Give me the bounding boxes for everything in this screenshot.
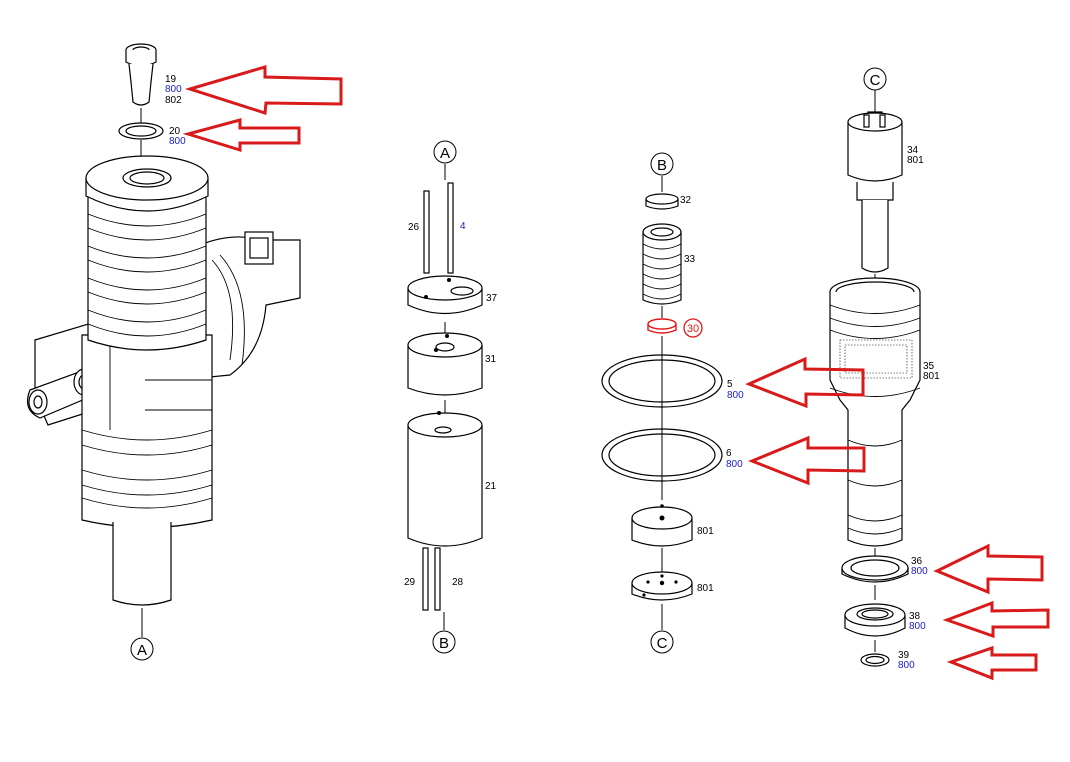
label-29: 29 [404, 577, 416, 588]
label-4: 4 [460, 221, 466, 232]
part-33-spring [642, 223, 682, 305]
label-37: 37 [486, 293, 498, 304]
red-arrow-19 [184, 64, 343, 115]
label-21: 21 [485, 481, 497, 492]
part-34-nozzle [847, 111, 903, 273]
label-38-800: 800 [909, 621, 926, 632]
red-arrow-20 [182, 118, 301, 153]
part-20-ring [118, 122, 164, 140]
label-35-801: 801 [923, 371, 940, 382]
callout-a-top: A [433, 140, 457, 164]
svg-text:C: C [870, 72, 881, 89]
red-arrow-39 [946, 645, 1038, 681]
part-32-disc [645, 193, 679, 210]
part-31-armature [407, 332, 483, 396]
label-26: 26 [408, 222, 420, 233]
label-36-800: 800 [911, 566, 928, 577]
label-31: 31 [485, 354, 497, 365]
injector-spring [87, 194, 207, 351]
svg-text:B: B [439, 635, 449, 652]
label-34: 34 [907, 145, 919, 156]
red-arrow-6 [747, 435, 866, 486]
part-19-fitting [125, 43, 157, 106]
label-35: 35 [923, 361, 935, 372]
label-38: 38 [909, 611, 921, 622]
part-21-coil [407, 411, 483, 547]
callout-b-bottom: B [432, 630, 456, 654]
part-38-seal [844, 603, 906, 637]
part-5-oring [601, 354, 723, 408]
label-30: 30 [687, 323, 699, 335]
valve-spring-assembly [601, 176, 723, 630]
label-6: 6 [726, 448, 732, 459]
label-801-b: 801 [697, 583, 714, 594]
label-19-802: 802 [165, 95, 182, 106]
label-6-800: 800 [726, 459, 743, 470]
label-19-800: 800 [165, 84, 182, 95]
label-20: 20 [169, 126, 181, 137]
red-arrow-38 [942, 600, 1050, 639]
callout-c-top: C [863, 67, 887, 91]
label-5-800: 800 [727, 390, 744, 401]
svg-text:B: B [657, 157, 667, 174]
svg-text:A: A [440, 145, 450, 162]
part-37-disc [407, 275, 483, 314]
part-801-valve-plate [631, 571, 693, 601]
label-33: 33 [684, 254, 696, 265]
label-5: 5 [727, 379, 733, 390]
label-19: 19 [165, 74, 177, 85]
part-36-washer [841, 555, 909, 583]
injector-body-assembly [27, 43, 301, 637]
svg-text:C: C [657, 635, 668, 652]
callout-b-top: B [650, 152, 674, 176]
label-801-a: 801 [697, 526, 714, 537]
red-arrow-36 [933, 543, 1044, 595]
part-30-shim [647, 318, 703, 338]
solenoid-valve-assembly [407, 164, 483, 630]
nozzle-assembly [829, 90, 921, 667]
part-35-nozzle-nut [829, 277, 921, 547]
part-39-ring [860, 653, 890, 667]
label-20-800: 800 [169, 136, 186, 147]
red-arrow-5 [745, 356, 865, 409]
callout-a-bottom: A [130, 637, 154, 661]
label-39: 39 [898, 650, 910, 661]
label-39-800: 800 [898, 660, 915, 671]
callout-c-bottom: C [650, 630, 674, 654]
label-36: 36 [911, 556, 923, 567]
label-28: 28 [452, 577, 464, 588]
label-34-801: 801 [907, 155, 924, 166]
part-801-valve-body [631, 504, 693, 547]
label-32: 32 [680, 195, 692, 206]
svg-text:A: A [137, 642, 147, 659]
